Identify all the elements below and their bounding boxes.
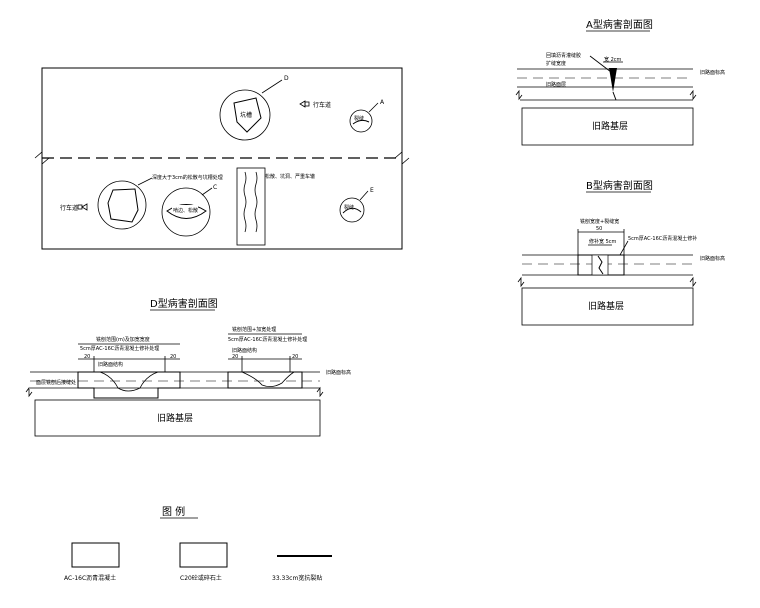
- leader-d: [261, 79, 283, 94]
- label-loose-area: 松散、坑洞、严重车辙: [265, 173, 315, 180]
- section-b-title: B型病害剖面图: [586, 179, 653, 192]
- a-leader: [589, 55, 612, 73]
- b-design-label: 旧路面标高: [700, 255, 725, 262]
- legend-swatch-asphalt: [71, 542, 120, 568]
- a-break-right: [689, 89, 697, 101]
- d-design-label: 旧路面标高: [326, 369, 351, 376]
- pothole-lower-hatch: [107, 188, 139, 223]
- d-right-dim-a: 20: [232, 354, 238, 360]
- label-pothole: 坑槽: [240, 111, 252, 119]
- direction-arrow-upper-body: [304, 101, 310, 107]
- d-right-pothole: [241, 371, 296, 387]
- crack-circle-e: [339, 197, 365, 223]
- d-break-right: [316, 386, 324, 398]
- d-note-right-1: 铣刨范围+加宽处理: [232, 326, 276, 333]
- tag-d: D: [284, 75, 289, 82]
- section-a: A型病害剖面图 宽 2cm 回填沥青灌缝胶 扩缝宽度 旧路面层 旧路面标高 旧路…: [515, 18, 725, 146]
- legend-item-3: 33.33cm宽抗裂贴: [272, 574, 322, 582]
- a-break-left: [515, 89, 523, 101]
- legend: 图 例 AC-16C沥青混凝土 C20砼或碎石土 33.33cm宽抗裂贴: [64, 505, 332, 582]
- legend-title: 图 例: [162, 505, 185, 518]
- leader-e: [359, 190, 369, 201]
- label-crack-e: 裂缝: [344, 204, 354, 211]
- b-base-block: [521, 287, 694, 326]
- loose-area-rect: [236, 167, 266, 246]
- d-left-dim-b: 20: [170, 354, 176, 360]
- pothole-circle-lower: [97, 180, 147, 230]
- tag-a: A: [380, 99, 385, 106]
- b-break-right: [689, 276, 697, 288]
- section-d-title: D型病害剖面图: [150, 297, 218, 310]
- b-leader: [619, 240, 629, 256]
- a-base-label: 旧路基层: [592, 120, 628, 132]
- d-right-dim-b: 20: [292, 354, 298, 360]
- d-left-pothole: [99, 371, 159, 392]
- d-break-left: [25, 386, 33, 398]
- a-note-1: 回填沥青灌缝胶: [546, 52, 581, 59]
- label-crack-a: 裂缝: [354, 115, 364, 122]
- d-base-block: [34, 399, 321, 437]
- d-left-patch: [77, 371, 181, 399]
- section-b: B型病害剖面图 50 修补宽 5cm 铣刨宽度+裂缝宽 5cm厚AC-16C沥青…: [517, 179, 725, 326]
- tag-e: E: [370, 187, 374, 194]
- a-old-surface: 旧路面层: [546, 81, 566, 88]
- leader-a: [368, 102, 379, 113]
- leader-c: [201, 187, 213, 196]
- d-note-right-2: 5cm厚AC-16C沥青混凝土修补处理: [228, 336, 307, 343]
- pothole-hatch: [233, 97, 262, 133]
- loose-wave-2: [254, 171, 258, 233]
- loose-wave-1: [243, 171, 247, 233]
- d-note-left-1: 铣刨范围(m)及加宽宽度: [96, 336, 150, 343]
- a-dim: 宽 2cm: [604, 56, 622, 63]
- crack-circle-a: [349, 109, 373, 133]
- a-design-label: 旧路面标高: [700, 69, 725, 76]
- label-right-lane: 行车道: [313, 101, 331, 109]
- d-note-left-2: 5cm厚AC-16C沥青混凝土修补处理: [80, 345, 159, 352]
- d-left-side-label: 面层铣刨后接缝处: [36, 379, 76, 386]
- b-dim-inner: 修补宽 5cm: [589, 238, 617, 245]
- pothole-circle-d: [219, 89, 271, 141]
- b-break-left: [517, 276, 525, 288]
- break-mark-right: [394, 151, 410, 165]
- crack-line-a: [352, 119, 370, 125]
- crack-line-e: [342, 207, 362, 214]
- plan-view: 坑槽 D 行车道 裂缝 A 行车道 深度大于3cm的松散与坑槽处理 啃边、松散 …: [34, 67, 410, 250]
- direction-arrow-lower-body: [77, 204, 83, 210]
- b-note-2: 5cm厚AC-16C沥青混凝土修补: [628, 235, 697, 242]
- spall-circle-c: [161, 187, 211, 237]
- d-note-left-3: 旧路面结构: [98, 361, 123, 368]
- b-base-label: 旧路基层: [588, 300, 624, 312]
- b-dim-top: 50: [596, 226, 602, 232]
- section-d: D型病害剖面图 20 20 铣刨范围(m)及加宽宽度 5cm厚AC-16C沥青混…: [25, 297, 351, 437]
- legend-item-1: AC-16C沥青混凝土: [64, 574, 116, 582]
- b-note-1: 铣刨宽度+裂缝宽: [580, 218, 619, 225]
- d-base-label: 旧路基层: [157, 412, 193, 424]
- label-spall: 啃边、松散: [173, 207, 198, 214]
- a-base-block: [521, 107, 694, 146]
- tag-c: C: [213, 184, 217, 191]
- spall-label-bg: [172, 205, 198, 214]
- a-crack-fill: [609, 68, 617, 92]
- label-patch-note: 深度大于3cm的松散与坑槽处理: [152, 174, 223, 181]
- b-crack-line: [597, 255, 604, 275]
- a-crack-tail: [612, 91, 617, 101]
- d-note-right-3: 旧路面结构: [232, 347, 257, 354]
- direction-arrow-lower: [81, 203, 88, 211]
- leader-patch-note: [137, 177, 153, 186]
- direction-arrow-upper: [299, 100, 306, 108]
- a-note-2: 扩缝宽度: [546, 60, 566, 67]
- section-a-title: A型病害剖面图: [586, 18, 653, 31]
- legend-item-2: C20砼或碎石土: [180, 574, 222, 582]
- d-left-dim-a: 20: [84, 354, 90, 360]
- legend-swatch-concrete: [179, 542, 228, 568]
- label-left-lane: 行车道: [60, 204, 78, 212]
